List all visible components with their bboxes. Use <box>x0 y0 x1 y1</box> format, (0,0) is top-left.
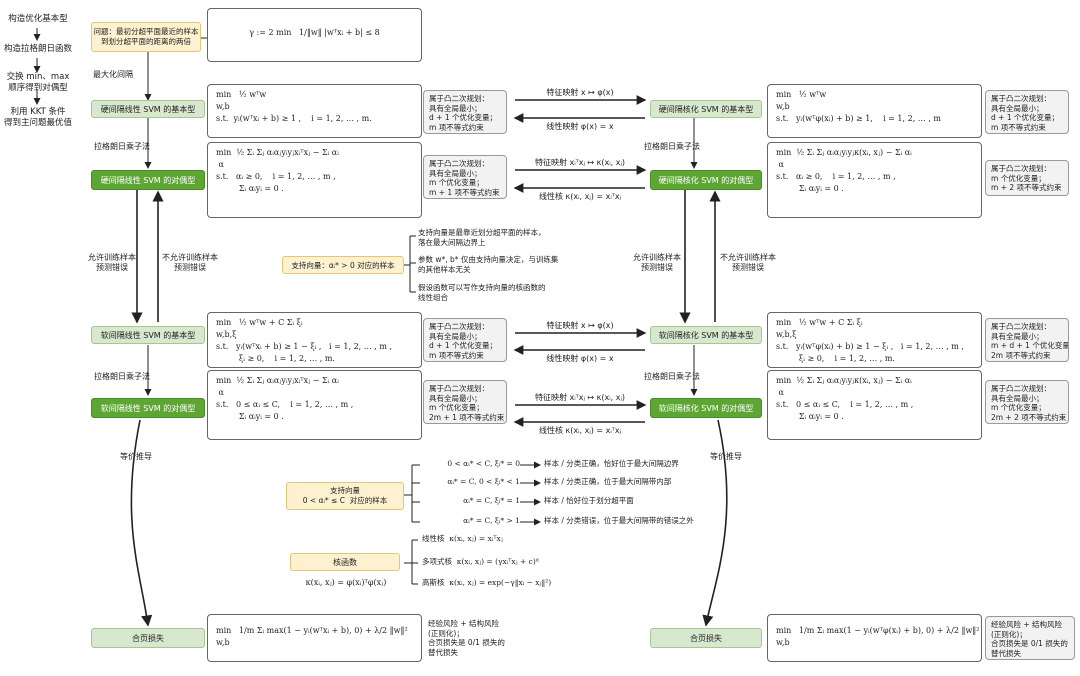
condition-2-desc: 样本 / 分类正确，位于最大间隔带内部 <box>544 477 672 486</box>
map-2-top: 特征映射 xᵢᵀxⱼ ↦ κ(xᵢ, xⱼ) <box>534 158 626 167</box>
condition-1: 0 < αᵢ* < C, ξᵢ* = 0 <box>447 459 520 468</box>
map-4-top: 特征映射 xᵢᵀxⱼ ↦ κ(xᵢ, xⱼ) <box>534 393 626 402</box>
left-hinge-formula: min 1/m Σᵢ max(1 − yᵢ(wᵀxᵢ + b), 0) + λ/… <box>207 614 422 662</box>
flow-step-2: 构造拉格朗日函数 <box>3 44 72 54</box>
right-hard-dual-note: 属于凸二次规划： m 个优化变量； m + 2 项不等式约束 <box>985 160 1069 196</box>
left-soft-basic-node: 软间隔线性 SVM 的基本型 <box>91 326 205 344</box>
map-1-top: 特征映射 x ↦ φ(x) <box>546 88 614 97</box>
right-lagrange-1: 拉格朗日乘子法 <box>644 142 700 151</box>
right-not-allow-wrong: 不允许训练样本 预测错误 <box>720 253 776 272</box>
left-allow-wrong: 允许训练样本 预测错误 <box>88 253 136 272</box>
left-not-allow-wrong: 不允许训练样本 预测错误 <box>162 253 218 272</box>
flow-step-1: 构造优化基本型 <box>8 14 68 24</box>
max-margin-label: 最大化间隔 <box>93 70 133 79</box>
right-hard-dual-node: 硬间隔核化 SVM 的对偶型 <box>650 170 762 190</box>
map-4-bottom: 线性核 κ(xᵢ, xⱼ) = xᵢᵀxⱼ <box>538 426 622 435</box>
support-vector-label: 支持向量：αᵢ* > 0 对应的样本 <box>282 256 404 274</box>
left-soft-basic-note: 属于凸二次规划： 具有全局最小； d + 1 个优化变量； m 项不等式约束 <box>423 318 507 362</box>
right-hard-basic-note: 属于凸二次规划： 具有全局最小； d + 1 个优化变量； m 项不等式约束 <box>985 90 1069 134</box>
condition-4: αᵢ* = C, ξᵢ* > 1 <box>463 516 520 525</box>
map-3-bottom: 线性映射 φ(x) = x <box>546 354 614 363</box>
right-hard-basic-node: 硬间隔核化 SVM 的基本型 <box>650 100 762 118</box>
map-2-bottom: 线性核 κ(xᵢ, xⱼ) = xᵢᵀxⱼ <box>538 192 622 201</box>
left-hinge-note: 经验风险 + 结构风险 (正则化)； 合页损失是 0/1 损失的 替代损失 <box>423 616 507 660</box>
left-hard-basic-note: 属于凸二次规划： 具有全局最小； d + 1 个优化变量； m 项不等式约束 <box>423 90 507 134</box>
right-soft-dual-node: 软间隔核化 SVM 的对偶型 <box>650 398 762 418</box>
kernel-formula: κ(xᵢ, xⱼ) = φ(xᵢ)ᵀφ(xⱼ) <box>305 578 387 587</box>
kernel-gaussian: 高斯核 κ(xᵢ, xⱼ) = exp(−γ‖xᵢ − xⱼ‖²) <box>422 578 552 587</box>
right-hard-dual-formula: min ½ Σᵢ Σⱼ αᵢαⱼyᵢyⱼκ(xᵢ, xⱼ) − Σᵢ αᵢ α … <box>767 142 982 218</box>
condition-4-desc: 样本 / 分类错误，位于最大间隔带的错误之外 <box>544 516 694 525</box>
left-soft-basic-formula: min ½ wᵀw + C Σᵢ ξᵢ w,b,ξ s.t. yᵢ(wᵀxᵢ +… <box>207 312 422 368</box>
map-1-bottom: 线性映射 φ(x) = x <box>546 122 614 131</box>
left-hard-dual-note: 属于凸二次规划： 具有全局最小； m 个优化变量； m + 1 项不等式约束 <box>423 155 507 199</box>
left-hinge-node: 合页损失 <box>91 628 205 648</box>
condition-2: αᵢ* = C, 0 < ξᵢ* < 1 <box>447 477 520 486</box>
condition-1-desc: 样本 / 分类正确，恰好位于最大间隔边界 <box>544 459 679 468</box>
kernel-label: 核函数 <box>290 553 400 571</box>
kernel-polynomial: 多项式核 κ(xᵢ, xⱼ) = (γxᵢᵀxⱼ + c)ᵈ <box>422 557 539 566</box>
soft-support-vector-label: 支持向量 0 < αᵢ* ≤ C 对应的样本 <box>286 482 404 510</box>
right-hinge-node: 合页损失 <box>650 628 762 648</box>
support-vector-point-1: 支持向量是最靠近划分超平面的样本， 落在最大间隔边界上 <box>418 228 546 247</box>
right-hinge-note: 经验风险 + 结构风险 (正则化)； 合页损失是 0/1 损失的 替代损失 <box>985 616 1075 660</box>
map-3-top: 特征映射 x ↦ φ(x) <box>546 321 614 330</box>
right-soft-dual-note: 属于凸二次规划： 具有全局最小； m 个优化变量； 2m + 2 项不等式约束 <box>985 380 1069 424</box>
left-equiv: 等价推导 <box>120 452 152 461</box>
right-hard-basic-formula: min ½ wᵀw w,b s.t. yᵢ(wᵀφ(xᵢ) + b) ≥ 1, … <box>767 84 982 138</box>
flow-step-3: 交换 min、max 顺序得到对偶型 <box>6 72 70 93</box>
support-vector-point-2: 参数 w*, b* 仅由支持向量决定，与训练集 的其他样本无关 <box>418 255 559 274</box>
condition-3-desc: 样本 / 恰好位于划分超平面 <box>544 496 634 505</box>
left-lagrange-2: 拉格朗日乘子法 <box>94 372 150 381</box>
kernel-linear: 线性核 κ(xᵢ, xⱼ) = xᵢᵀxⱼ <box>422 534 503 543</box>
left-hard-dual-node: 硬间隔线性 SVM 的对偶型 <box>91 170 205 190</box>
left-soft-dual-formula: min ½ Σᵢ Σⱼ αᵢαⱼyᵢyⱼxᵢᵀxⱼ − Σᵢ αᵢ α s.t.… <box>207 370 422 440</box>
right-soft-basic-formula: min ½ wᵀw + C Σᵢ ξᵢ w,b,ξ s.t. yᵢ(wᵀφ(xᵢ… <box>767 312 982 368</box>
right-soft-basic-node: 软间隔核化 SVM 的基本型 <box>650 326 762 344</box>
left-hard-dual-formula: min ½ Σᵢ Σⱼ αᵢαⱼyᵢyⱼxᵢᵀxⱼ − Σᵢ αᵢ α s.t.… <box>207 142 422 218</box>
left-soft-dual-node: 软间隔线性 SVM 的对偶型 <box>91 398 205 418</box>
right-soft-dual-formula: min ½ Σᵢ Σⱼ αᵢαⱼyᵢyⱼκ(xᵢ, xⱼ) − Σᵢ αᵢ α … <box>767 370 982 440</box>
right-hinge-formula: min 1/m Σᵢ max(1 − yᵢ(wᵀφ(xᵢ) + b), 0) +… <box>767 614 982 662</box>
left-lagrange-1: 拉格朗日乘子法 <box>94 142 150 151</box>
flow-step-4: 利用 KKT 条件 得到主问题最优值 <box>3 107 72 128</box>
right-lagrange-2: 拉格朗日乘子法 <box>644 372 700 381</box>
condition-3: αᵢ* = C, ξᵢ* = 1 <box>463 496 520 505</box>
support-vector-point-3: 假设函数可以写作支持向量的核函数的 线性组合 <box>418 283 546 302</box>
gamma-formula: γ := 2 min 1/‖w‖ |wᵀxᵢ + b| ≤ 8 <box>207 8 422 62</box>
left-hard-basic-formula: min ½ wᵀw w,b s.t. yᵢ(wᵀxᵢ + b) ≥ 1 , i … <box>207 84 422 138</box>
right-soft-basic-note: 属于凸二次规划： 具有全局最小； m + d + 1 个优化变量； 2m 项不等… <box>985 318 1069 362</box>
left-hard-basic-node: 硬间隔线性 SVM 的基本型 <box>91 100 205 118</box>
question-box: 问题：最初分超平面最近的样本 到划分超平面的距离的两倍 <box>91 22 201 52</box>
right-allow-wrong: 允许训练样本 预测错误 <box>633 253 681 272</box>
left-soft-dual-note: 属于凸二次规划： 具有全局最小； m 个优化变量； 2m + 1 项不等式约束 <box>423 380 507 424</box>
right-equiv: 等价推导 <box>710 452 742 461</box>
